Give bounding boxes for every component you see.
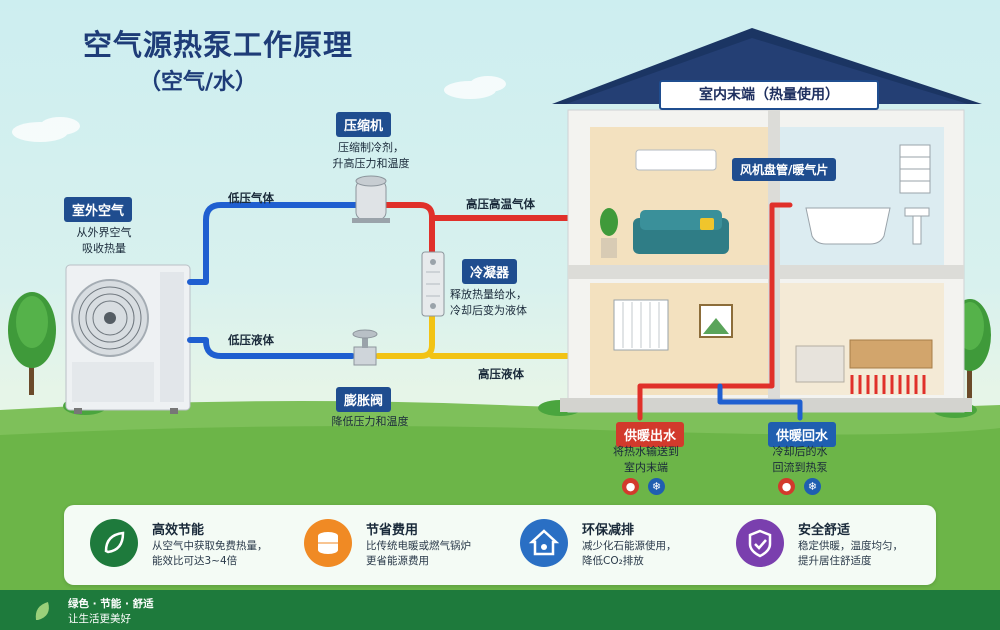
eco-home-icon <box>520 519 568 567</box>
supply-water-label: 供暖出水 <box>616 422 685 447</box>
towel-radiator-icon <box>899 144 931 194</box>
footer-slogan: 绿色 · 节能 · 舒适 <box>68 598 154 610</box>
sofa-icon <box>633 210 729 254</box>
leaf-icon <box>90 519 138 567</box>
pipe-high-pressure-liquid <box>375 312 583 359</box>
compressor-label: 压缩机 <box>336 112 392 137</box>
snowflake-icon: ❄ <box>648 478 665 495</box>
benefit-item: 安全舒适 稳定供暖，温度均匀，提升居住舒适度 <box>736 517 946 577</box>
supply-water-pipe <box>637 202 793 421</box>
compressor-icon <box>352 175 390 223</box>
snowflake-icon: ❄ <box>804 478 821 495</box>
high-pressure-gas-label: 高压高温气体 <box>466 197 535 211</box>
condenser-desc: 释放热量给水，冷却后变为液体 <box>450 288 527 317</box>
page-subtitle: （空气/水） <box>138 70 258 95</box>
expansion-valve-desc: 降低压力和温度 <box>331 415 409 428</box>
benefit-item: 高效节能 从空气中获取免费热量，能效比可达3~4倍 <box>90 517 300 577</box>
pipe-low-pressure-gas <box>187 202 363 285</box>
plant-icon <box>600 208 618 258</box>
footer-bar: 绿色 · 节能 · 舒适 让生活更美好 <box>0 590 1000 630</box>
outdoor-unit-icon <box>65 264 191 414</box>
tree-left-icon <box>8 292 56 395</box>
sink-icon <box>904 207 930 245</box>
low-pressure-liquid-label: 低压液体 <box>228 333 274 347</box>
footer-subslogan: 让生活更美好 <box>68 613 131 625</box>
return-water-label: 供暖回水 <box>768 422 837 447</box>
outdoor-air-label: 室外空气 <box>64 197 133 222</box>
pipe-high-pressure-gas <box>379 202 583 255</box>
compressor-desc: 压缩制冷剂，升高压力和温度 <box>332 141 410 170</box>
low-pressure-gas-label: 低压气体 <box>228 191 274 205</box>
leaf-logo-icon <box>35 602 49 620</box>
return-water-desc: 冷却后的水回流到热泵 <box>772 445 828 474</box>
heat-drop-icon: ● <box>778 478 795 495</box>
benefit-item: 节省费用 比传统电暖或燃气锅炉更省能源费用 <box>304 517 514 577</box>
condenser-icon <box>421 251 445 317</box>
high-pressure-liquid-label: 高压液体 <box>478 367 524 381</box>
cloud-left <box>12 117 80 142</box>
pipe-low-pressure-liquid <box>187 337 355 359</box>
coins-icon <box>304 519 352 567</box>
ac-unit-icon <box>635 149 717 171</box>
return-water-pipe <box>717 383 803 421</box>
page-title: 空气源热泵工作原理 <box>82 28 353 62</box>
heat-drop-icon: ● <box>622 478 639 495</box>
benefit-item: 环保减排 减少化石能源使用，降低CO₂排放 <box>520 517 730 577</box>
shield-icon <box>736 519 784 567</box>
outdoor-air-desc: 从外界空气吸收热量 <box>76 226 132 255</box>
condenser-label: 冷凝器 <box>462 259 518 284</box>
benefits-panel: 高效节能 从空气中获取免费热量，能效比可达3~4倍 节省费用 比传统电暖或燃气锅… <box>64 505 936 585</box>
bathtub-icon <box>805 207 891 245</box>
floor-heating-icon <box>850 375 926 394</box>
fan-coil-label: 风机盘管/暖气片 <box>732 158 837 181</box>
expansion-valve-icon <box>352 329 378 366</box>
radiator-icon <box>613 299 669 351</box>
cloud-right <box>444 76 506 99</box>
indoor-terminal-title: 室内末端（热量使用） <box>659 80 879 110</box>
kitchen-cabinet-icon <box>795 339 933 383</box>
supply-water-desc: 将热水输送到室内末端 <box>613 445 679 474</box>
expansion-valve-label: 膨胀阀 <box>336 387 392 412</box>
